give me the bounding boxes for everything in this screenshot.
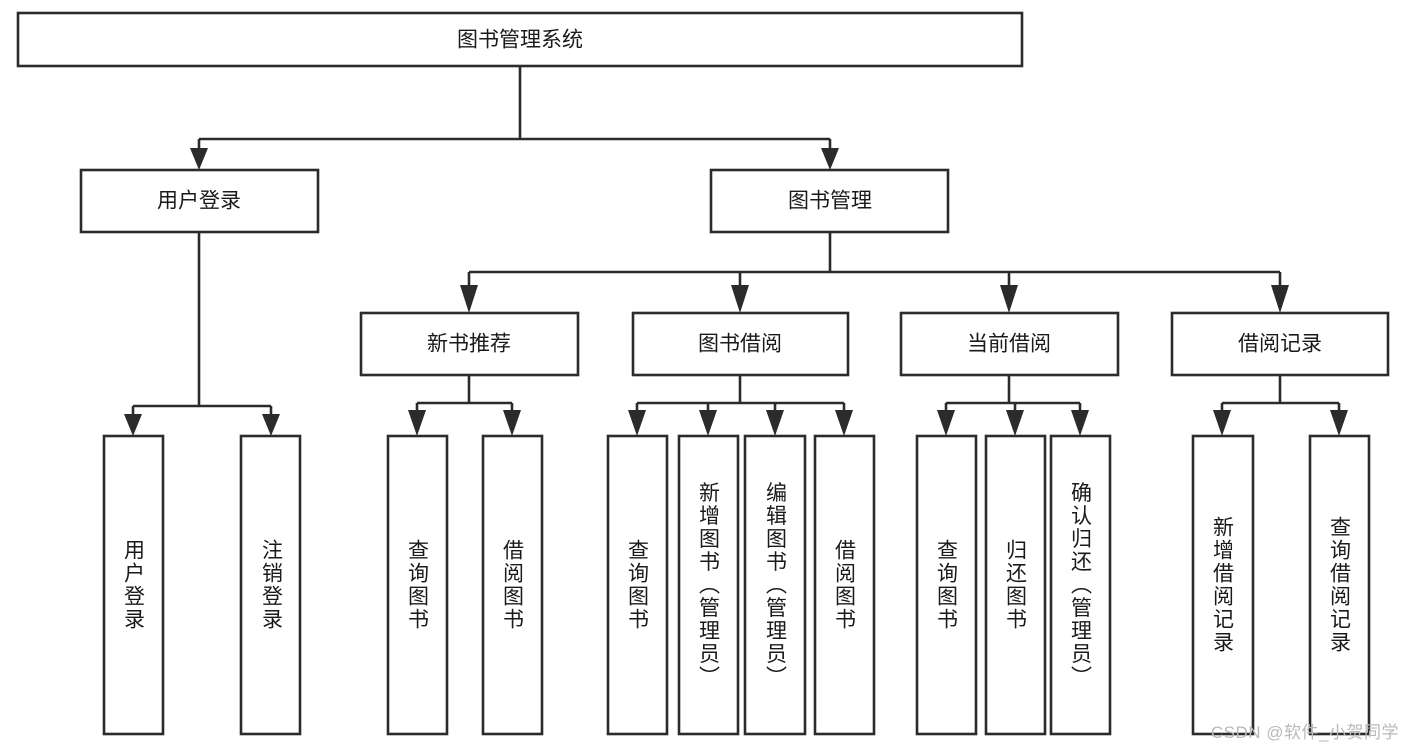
node-leaf-user-login[interactable]: 用户登录 xyxy=(102,434,165,736)
node-leaf-borrow-book-1-box[interactable] xyxy=(481,434,544,736)
node-root[interactable]: 图书管理系统 xyxy=(16,11,1024,68)
arrow-head-leaf-confirm-return xyxy=(1071,410,1089,436)
arrow-head-leaf-user-logout xyxy=(262,414,280,436)
node-leaf-edit-book-label: 编辑图书（管理员） xyxy=(764,482,788,689)
node-leaf-query-book-2[interactable]: 查询图书 xyxy=(606,434,669,736)
node-current-borrow[interactable]: 当前借阅 xyxy=(899,311,1120,377)
node-borrow-record-label: 借阅记录 xyxy=(1238,333,1322,356)
node-leaf-add-book-label: 新增图书（管理员） xyxy=(697,482,721,689)
node-leaf-return-book[interactable]: 归还图书 xyxy=(984,434,1047,736)
node-leaf-add-record[interactable]: 新增借阅记录 xyxy=(1191,434,1255,736)
node-leaf-query-book-1[interactable]: 查询图书 xyxy=(386,434,449,736)
node-leaf-user-login-box[interactable] xyxy=(102,434,165,736)
arrow-head-leaf-add-book xyxy=(699,410,717,436)
node-book-borrow[interactable]: 图书借阅 xyxy=(631,311,850,377)
connector-layer xyxy=(124,66,1348,436)
node-leaf-query-book-2-label: 查询图书 xyxy=(626,539,650,631)
node-root-label: 图书管理系统 xyxy=(457,29,583,52)
node-leaf-borrow-book-1[interactable]: 借阅图书 xyxy=(481,434,544,736)
node-leaf-query-book-3-label: 查询图书 xyxy=(935,539,959,631)
node-current-borrow-box[interactable] xyxy=(899,311,1120,377)
node-book-manage-box[interactable] xyxy=(709,168,950,234)
node-leaf-query-book-3-box[interactable] xyxy=(915,434,978,736)
arrow-head-leaf-user-login xyxy=(124,414,142,436)
node-leaf-edit-book-box[interactable] xyxy=(743,434,807,736)
arrow-head-user-login xyxy=(190,148,208,170)
node-new-book-recommend[interactable]: 新书推荐 xyxy=(359,311,580,377)
arrow-head-leaf-query-book-1 xyxy=(408,410,426,436)
node-leaf-borrow-book-2-box[interactable] xyxy=(813,434,876,736)
node-leaf-borrow-book-2-label: 借阅图书 xyxy=(833,539,857,631)
arrow-head-leaf-query-record xyxy=(1330,410,1348,436)
node-leaf-query-book-2-box[interactable] xyxy=(606,434,669,736)
node-leaf-confirm-return-box[interactable] xyxy=(1049,434,1112,736)
node-current-borrow-label: 当前借阅 xyxy=(967,333,1051,356)
node-leaf-query-book-1-label: 查询图书 xyxy=(406,539,430,631)
arrow-head-leaf-query-book-3 xyxy=(937,410,955,436)
node-leaf-query-book-3[interactable]: 查询图书 xyxy=(915,434,978,736)
arrow-head-book-manage xyxy=(821,148,839,170)
node-leaf-borrow-book-2[interactable]: 借阅图书 xyxy=(813,434,876,736)
node-user-login[interactable]: 用户登录 xyxy=(79,168,320,234)
node-leaf-confirm-return[interactable]: 确认归还（管理员） xyxy=(1049,434,1112,736)
arrow-head-leaf-return-book xyxy=(1006,410,1024,436)
node-leaf-user-logout[interactable]: 注销登录 xyxy=(239,434,302,736)
arrow-head-current-borrow xyxy=(1000,285,1018,313)
node-user-login-label: 用户登录 xyxy=(157,190,241,213)
node-book-borrow-label: 图书借阅 xyxy=(698,333,782,356)
node-leaf-query-record-label: 查询借阅记录 xyxy=(1328,516,1352,654)
node-leaf-edit-book[interactable]: 编辑图书（管理员） xyxy=(743,434,807,736)
arrow-head-leaf-add-record xyxy=(1213,410,1231,436)
node-leaf-user-login-label: 用户登录 xyxy=(122,539,146,631)
node-leaf-add-book[interactable]: 新增图书（管理员） xyxy=(677,434,740,736)
node-leaf-add-record-box[interactable] xyxy=(1191,434,1255,736)
node-leaf-add-record-label: 新增借阅记录 xyxy=(1211,516,1235,654)
node-borrow-record-box[interactable] xyxy=(1170,311,1390,377)
node-leaf-user-logout-label: 注销登录 xyxy=(260,539,284,631)
arrow-head-leaf-borrow-book-2 xyxy=(835,410,853,436)
arrow-head-leaf-edit-book xyxy=(766,410,784,436)
node-leaf-user-logout-box[interactable] xyxy=(239,434,302,736)
node-leaf-query-record[interactable]: 查询借阅记录 xyxy=(1308,434,1371,736)
node-borrow-record[interactable]: 借阅记录 xyxy=(1170,311,1390,377)
node-root-box[interactable] xyxy=(16,11,1024,68)
node-leaf-confirm-return-label: 确认归还（管理员） xyxy=(1069,482,1093,689)
node-leaf-return-book-label: 归还图书 xyxy=(1004,539,1028,631)
node-book-manage-label: 图书管理 xyxy=(788,190,872,213)
arrow-head-leaf-query-book-2 xyxy=(628,410,646,436)
node-new-book-recommend-box[interactable] xyxy=(359,311,580,377)
node-new-book-recommend-label: 新书推荐 xyxy=(427,333,511,356)
node-leaf-query-book-1-box[interactable] xyxy=(386,434,449,736)
arrow-head-leaf-borrow-book-1 xyxy=(503,410,521,436)
node-leaf-add-book-box[interactable] xyxy=(677,434,740,736)
arrow-head-new-book-recommend xyxy=(460,285,478,313)
node-user-login-box[interactable] xyxy=(79,168,320,234)
arrow-head-book-borrow xyxy=(731,285,749,313)
node-book-manage[interactable]: 图书管理 xyxy=(709,168,950,234)
node-book-borrow-box[interactable] xyxy=(631,311,850,377)
arrow-head-borrow-record xyxy=(1271,285,1289,313)
node-leaf-query-record-box[interactable] xyxy=(1308,434,1371,736)
node-leaf-borrow-book-1-label: 借阅图书 xyxy=(501,539,525,631)
node-leaf-return-book-box[interactable] xyxy=(984,434,1047,736)
